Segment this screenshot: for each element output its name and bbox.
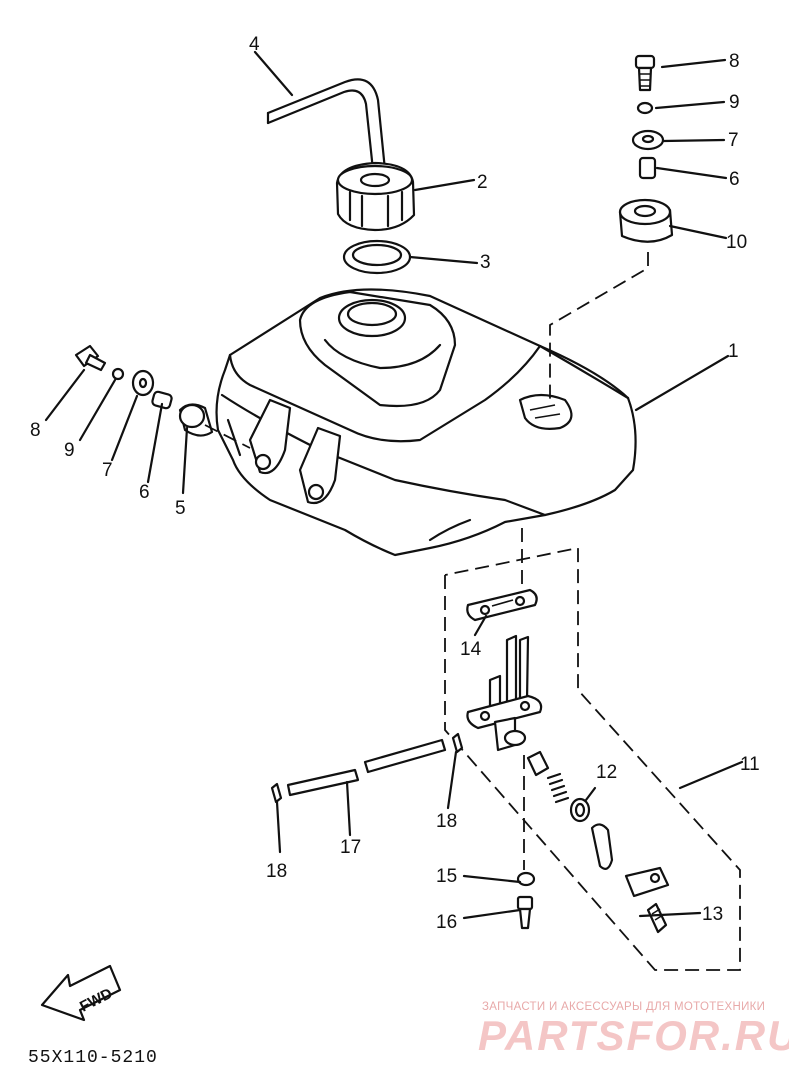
callout-14: 14 xyxy=(460,639,482,660)
fuel-cock-assembly xyxy=(444,528,741,971)
watermark-brand: PARTSFOR.RU xyxy=(478,1012,789,1059)
callout-9-left: 9 xyxy=(64,440,75,461)
forward-direction-arrow-icon: FWD xyxy=(40,964,122,1022)
callout-4: 4 xyxy=(249,34,260,55)
callout-7-right: 7 xyxy=(728,130,739,151)
callout-2: 2 xyxy=(477,172,488,193)
callout-17: 17 xyxy=(340,837,361,858)
fuel-hose xyxy=(270,732,464,804)
callout-6-right: 6 xyxy=(729,169,740,190)
callout-6-left: 6 xyxy=(139,482,150,503)
cap-gasket xyxy=(342,239,412,275)
callout-7-left: 7 xyxy=(102,460,113,481)
callout-8-left: 8 xyxy=(30,420,41,441)
callout-1: 1 xyxy=(728,341,739,362)
callout-12: 12 xyxy=(596,762,617,783)
diagram-code: 55X110-5210 xyxy=(28,1048,158,1068)
rear-mount-hardware xyxy=(549,54,674,400)
watermark-caption: ЗАПЧАСТИ И АКСЕССУАРЫ ДЛЯ МОТОТЕХНИКИ xyxy=(482,1001,765,1013)
callout-18-left: 18 xyxy=(266,861,287,882)
callout-9-right: 9 xyxy=(729,92,740,113)
leader-lines xyxy=(44,50,744,920)
callout-11: 11 xyxy=(740,754,760,775)
callout-10: 10 xyxy=(726,232,747,253)
breather-hose xyxy=(266,78,387,172)
callout-16: 16 xyxy=(436,912,457,933)
callout-15: 15 xyxy=(436,866,457,887)
callout-5: 5 xyxy=(175,498,186,519)
watermark: ЗАПЧАСТИ И АКСЕССУАРЫ ДЛЯ МОТОТЕХНИКИ PA… xyxy=(478,1001,789,1059)
callout-18-right: 18 xyxy=(436,811,457,832)
callout-3: 3 xyxy=(480,252,491,273)
fuel-tank xyxy=(215,288,637,557)
callout-labels: 4 2 3 1 8 9 7 6 10 8 9 7 6 5 14 11 12 13… xyxy=(30,34,760,933)
fuel-cap xyxy=(335,161,416,232)
callout-8-right: 8 xyxy=(729,51,740,72)
callout-13: 13 xyxy=(702,904,723,925)
